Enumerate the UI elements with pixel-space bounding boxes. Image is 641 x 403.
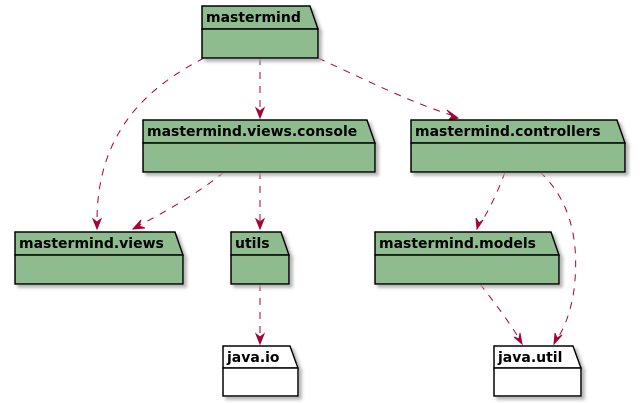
dependency-arrow-controllers-to-java-util: [539, 171, 577, 342]
package-mastermind-label: mastermind: [206, 10, 301, 26]
dependency-arrowheads: [91, 106, 563, 346]
package-utils-body: [230, 254, 290, 285]
package-java-util[interactable]: java.util: [493, 345, 583, 397]
arrowhead-views-console: [254, 106, 266, 120]
package-views[interactable]: mastermind.views: [14, 231, 185, 285]
dependency-arrow-controllers-to-models: [478, 171, 506, 227]
package-views-console-label: mastermind.views.console: [147, 124, 357, 140]
package-controllers[interactable]: mastermind.controllers: [410, 119, 627, 173]
arrowhead-java-util-from-controllers: [553, 332, 563, 346]
dependency-arrows: [96, 57, 577, 342]
package-views-label: mastermind.views: [19, 236, 164, 252]
package-views-body: [14, 254, 184, 285]
arrowhead-java-util-from-models: [513, 332, 523, 346]
arrowhead-views: [91, 217, 103, 231]
package-utils-label: utils: [235, 236, 270, 252]
package-java-util-label: java.util: [497, 350, 562, 366]
package-views-console[interactable]: mastermind.views.console: [142, 119, 377, 173]
package-utils[interactable]: utils: [230, 231, 291, 285]
package-java-io-body: [222, 367, 299, 397]
package-java-util-body: [493, 367, 582, 397]
package-java-io-label: java.io: [226, 350, 280, 366]
package-models-body: [374, 254, 560, 285]
package-controllers-body: [410, 142, 626, 173]
arrowhead-models: [475, 217, 484, 231]
arrowhead-utils: [254, 217, 266, 231]
package-models-label: mastermind.models: [379, 236, 536, 252]
package-mastermind[interactable]: mastermind: [201, 5, 320, 59]
package-java-io[interactable]: java.io: [222, 345, 300, 397]
package-controllers-label: mastermind.controllers: [415, 124, 601, 140]
dependency-arrow-models-to-java-util: [479, 283, 521, 341]
arrowhead-java-io: [254, 332, 266, 346]
dependency-arrow-mastermind-to-controllers: [317, 57, 455, 117]
package-views-console-body: [142, 142, 376, 173]
arrowhead-views-from-console: [131, 219, 146, 230]
package-mastermind-body: [201, 28, 319, 59]
dependency-arrow-views-console-to-views: [137, 171, 225, 227]
package-models[interactable]: mastermind.models: [374, 231, 561, 285]
